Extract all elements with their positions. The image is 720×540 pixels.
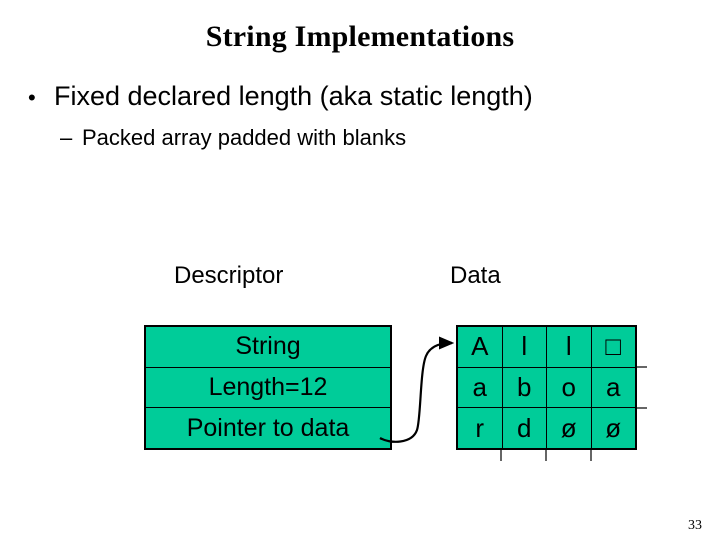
- dash-marker-icon: –: [60, 125, 73, 150]
- descriptor-row-type: String: [146, 327, 390, 368]
- bullet-item-level2: –Packed array padded with blanks: [60, 125, 406, 151]
- data-grid-row: A l l □: [458, 327, 635, 368]
- data-cell-1-3: a: [606, 372, 621, 402]
- data-cell-2-3: ø: [605, 412, 622, 443]
- bullet-marker-icon: •: [28, 85, 36, 110]
- data-cell-0-0: A: [458, 327, 503, 367]
- bullet-text-level1: Fixed declared length (aka static length…: [54, 81, 533, 111]
- data-cell-0-1: l: [503, 327, 547, 367]
- data-cell-0-2: l: [547, 327, 592, 367]
- bullet-item-level1: • Fixed declared length (aka static lengt…: [28, 80, 533, 114]
- page-title: String Implementations: [205, 20, 515, 53]
- descriptor-row-pointer: Pointer to data: [146, 408, 390, 449]
- bullet-text-level2: Packed array padded with blanks: [82, 125, 407, 150]
- data-cell-2-1: d: [503, 408, 547, 449]
- data-cell-2-2: ø: [547, 408, 592, 449]
- data-cell-2-0: r: [458, 408, 503, 449]
- descriptor-row-length: Length=12: [146, 367, 390, 409]
- data-cell-0-3: □: [605, 331, 622, 362]
- descriptor-heading: Descriptor: [174, 262, 284, 289]
- data-character-grid: A l l □ a b o a r d ø ø: [456, 325, 637, 450]
- data-cell-1-1: b: [503, 367, 547, 408]
- data-heading: Data: [450, 262, 501, 289]
- data-grid-row: a b o a: [458, 367, 635, 409]
- descriptor-table: String Length=12 Pointer to data: [144, 325, 392, 450]
- data-grid-row: r d ø ø: [458, 408, 635, 449]
- data-cell-1-0: a: [458, 367, 503, 408]
- data-cell-1-2: o: [547, 367, 592, 408]
- page-number: 33: [688, 518, 702, 533]
